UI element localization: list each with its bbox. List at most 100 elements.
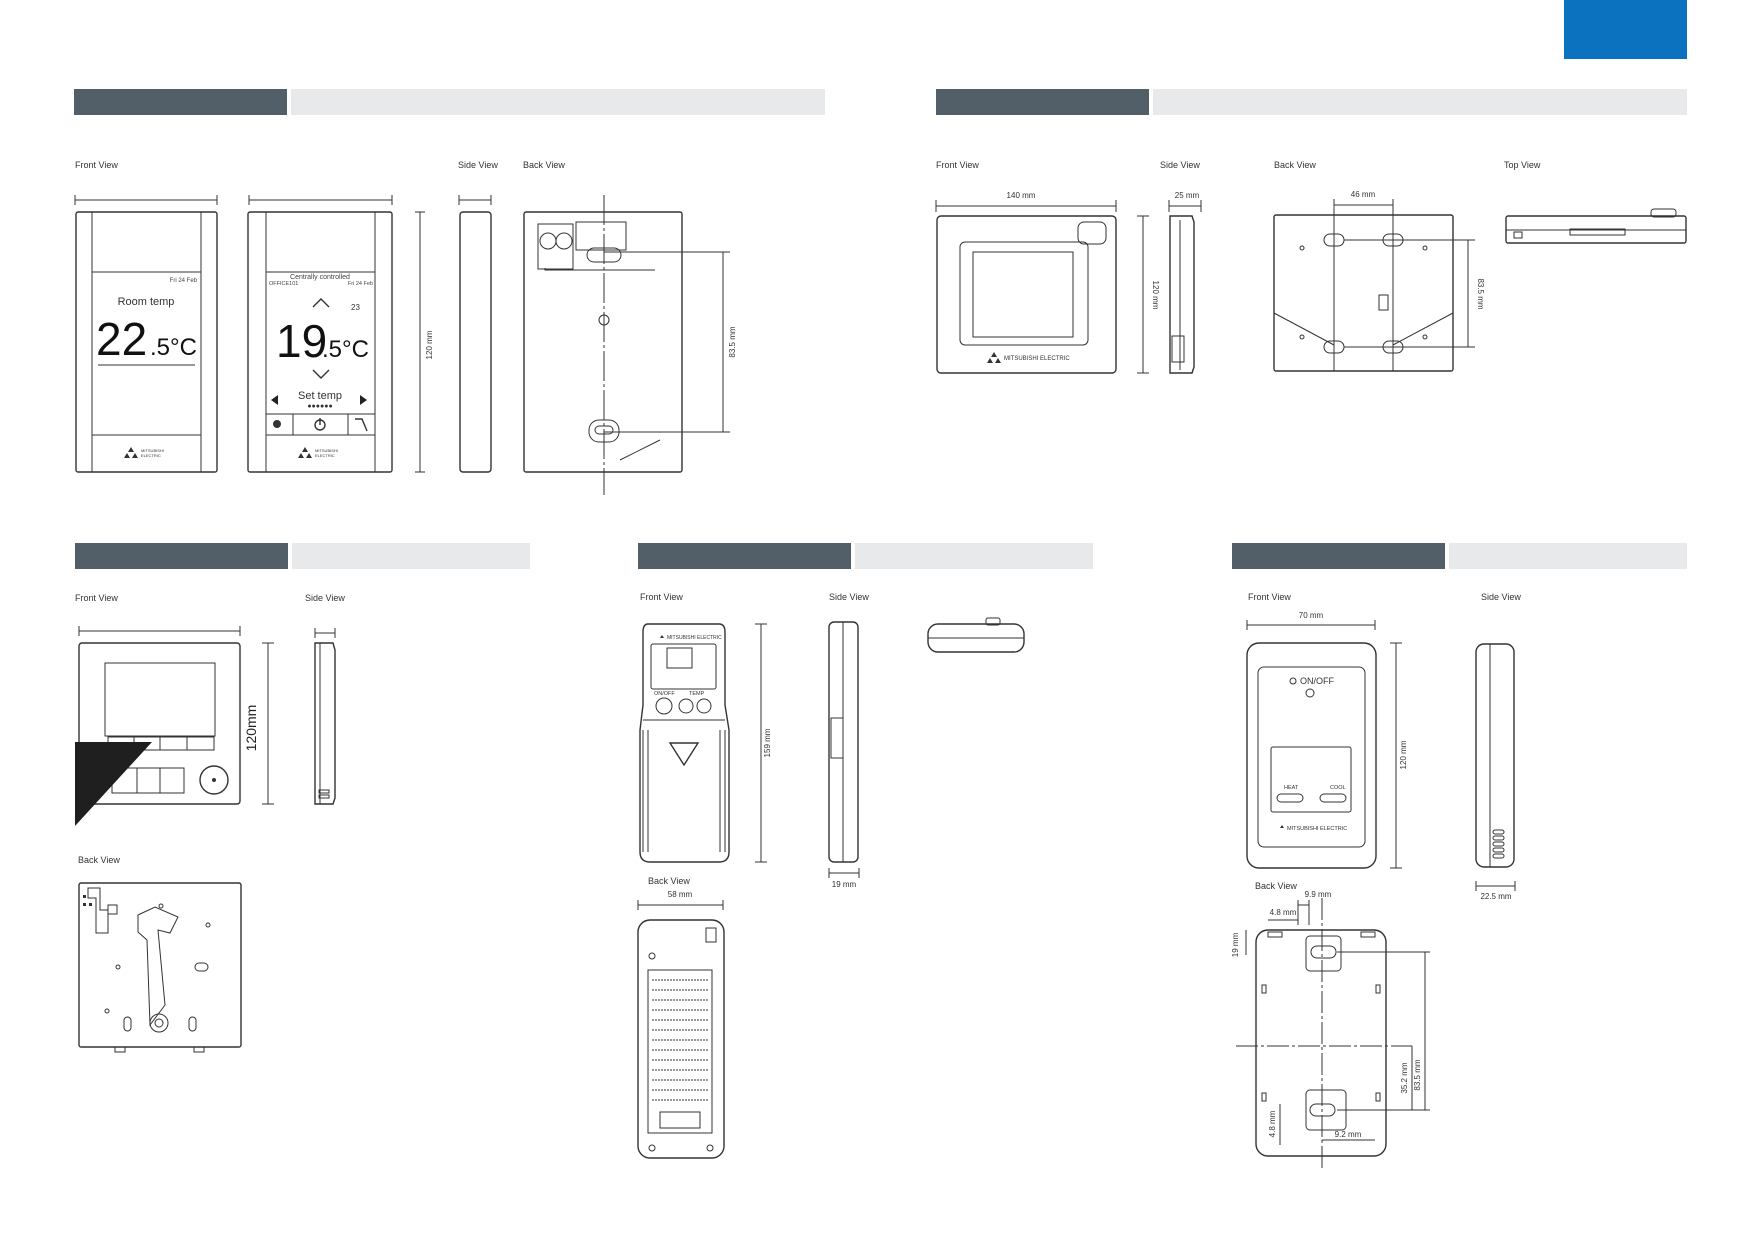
dim-height: 159 mm: [763, 728, 772, 757]
section-header-top-right: [936, 89, 1149, 115]
controller-d-front: 120mm: [75, 626, 274, 826]
controller-a-back: 83.5 mm: [523, 195, 737, 495]
view-label-back: Back View: [78, 855, 120, 865]
controller-a-room-label: Room temp: [118, 296, 175, 308]
down-triangle-icon: [668, 742, 700, 767]
dim-width: 140 mm: [1007, 191, 1036, 200]
central-status: Centrally controlled: [290, 274, 350, 281]
mitsubishi-logo-icon: [302, 447, 308, 452]
right-arrow-icon: [360, 395, 367, 405]
brand-full: MITSUBISHI ELECTRIC: [1287, 826, 1347, 832]
dim-hole-spacing: 46 mm: [1351, 190, 1376, 199]
controller-c-back: 46 mm 83.5 mm: [1273, 190, 1485, 372]
dim-width: 58 mm: [668, 890, 693, 899]
view-label-side: Side View: [305, 593, 345, 603]
view-label-back: Back View: [1255, 881, 1297, 891]
power-icon: [1289, 677, 1297, 685]
dim-35-2: 35.2 mm: [1400, 1062, 1409, 1093]
section-header-bottom-right-bar: [1449, 543, 1687, 569]
controller-b-date: Fri 24 Feb: [348, 281, 373, 287]
menu-icon: [355, 418, 368, 432]
section-header-bottom-left: [75, 543, 288, 569]
dim-height: 120 mm: [1399, 740, 1408, 769]
brand-full: MITSUBISHI ELECTRIC: [1004, 356, 1070, 362]
fan-icon: [273, 420, 281, 428]
brand-line2: ELECTRIC: [141, 453, 161, 458]
remote-front: MITSUBISHI ELECTRIC ON/OFF TEMP 159 mm: [639, 623, 772, 863]
view-label-back: Back View: [1274, 160, 1316, 170]
wall-switch-front: 70 mm ON/OFF HEAT COOL MITSUBISHI ELECTR…: [1246, 611, 1408, 869]
dim-height: 120 mm: [425, 330, 434, 359]
section-header-bottom-middle-bar: [855, 543, 1093, 569]
section-header-top-left: [74, 89, 287, 115]
controller-c-side: 25 mm: [1168, 191, 1202, 374]
set-value: 19: [276, 315, 327, 367]
view-label-front: Front View: [1248, 592, 1291, 602]
mitsubishi-logo-icon: [991, 352, 997, 357]
controller-c-top: [1505, 208, 1687, 244]
dim-19: 19 mm: [1231, 932, 1240, 957]
section-header-bottom-left-bar: [292, 543, 530, 569]
view-label-top: Top View: [1504, 160, 1541, 170]
mitsubishi-logo-icon: [128, 447, 134, 452]
svg-text:●●●●●●: ●●●●●●: [307, 403, 332, 410]
view-label-side: Side View: [829, 592, 869, 602]
controller-a-side: [458, 195, 492, 473]
section-header-top-left-bar: [291, 89, 825, 115]
brand-line1: MITSUBISHI: [141, 448, 164, 453]
remote-back: 58 mm: [637, 890, 725, 1159]
mitsubishi-logo-icon: [660, 635, 664, 638]
section-header-bottom-middle: [638, 543, 851, 569]
section-header-top-right-bar: [1153, 89, 1687, 115]
controller-d-back: [78, 882, 242, 1053]
up-arrow-icon: [312, 298, 330, 308]
accent-tab: [1564, 0, 1687, 59]
dim-height: 120mm: [243, 705, 259, 752]
controller-d-side: [314, 628, 336, 805]
dim-width: 70 mm: [1299, 611, 1324, 620]
view-label-side: Side View: [1160, 160, 1200, 170]
heat-label: HEAT: [1284, 785, 1299, 791]
controller-c-front: 140 mm MITSUBISHI ELECTRIC 120 mm: [935, 191, 1160, 374]
set-label: Set temp: [298, 390, 342, 402]
switch-onoff: ON/OFF: [1300, 676, 1334, 686]
remote-side: 19 mm: [828, 621, 860, 889]
section-header-bottom-right: [1232, 543, 1445, 569]
wall-switch-side: 22.5 mm: [1475, 643, 1516, 901]
dim-depth: 22.5 mm: [1480, 892, 1511, 901]
view-label-side: Side View: [458, 160, 498, 170]
dim-mount: 83.5 mm: [1476, 278, 1485, 309]
set-decimal: .5°C: [322, 336, 369, 363]
dim-depth: 19 mm: [832, 880, 857, 889]
view-label-front: Front View: [936, 160, 979, 170]
corner-triangle: [75, 742, 152, 826]
brand-line2: ELECTRIC: [315, 453, 335, 458]
dial-icon: [199, 765, 229, 795]
dim-9-9: 9.9 mm: [1305, 890, 1332, 899]
view-label-front: Front View: [75, 593, 118, 603]
dim-83-5: 83.5 mm: [1413, 1059, 1422, 1090]
view-label-side: Side View: [1481, 592, 1521, 602]
view-label-front: Front View: [640, 592, 683, 602]
controller-a-front: Fri 24 Feb Room temp 22 .5°C MITSUBISHI …: [74, 195, 218, 473]
remote-temp: TEMP: [689, 691, 705, 697]
wall-switch-back: 9.9 mm 4.8 mm 19 mm 35.2 mm 83.5 mm 4.8 …: [1231, 890, 1430, 1168]
controller-a-room-value: 22: [96, 313, 147, 365]
dim-4-8-bottom: 4.8 mm: [1268, 1110, 1277, 1137]
zone-name: OFFICE101: [269, 281, 298, 287]
remote-onoff: ON/OFF: [654, 691, 675, 697]
brand-line1: MITSUBISHI: [315, 448, 338, 453]
controller-a-date: Fri 24 Feb: [170, 278, 198, 284]
left-arrow-icon: [271, 395, 278, 405]
dim-height: 120 mm: [1151, 281, 1160, 310]
brand-full: MITSUBISHI ELECTRIC: [667, 635, 722, 641]
cool-label: COOL: [1330, 785, 1346, 791]
dim-mount: 83.5 mm: [728, 326, 737, 357]
view-label-back: Back View: [523, 160, 565, 170]
dim-9-2: 9.2 mm: [1335, 1130, 1362, 1139]
dim-4-8-top: 4.8 mm: [1270, 908, 1297, 917]
controller-a-room-decimal: .5°C: [150, 334, 197, 361]
humidity-value: 23: [351, 303, 360, 312]
view-label-back: Back View: [648, 876, 690, 886]
